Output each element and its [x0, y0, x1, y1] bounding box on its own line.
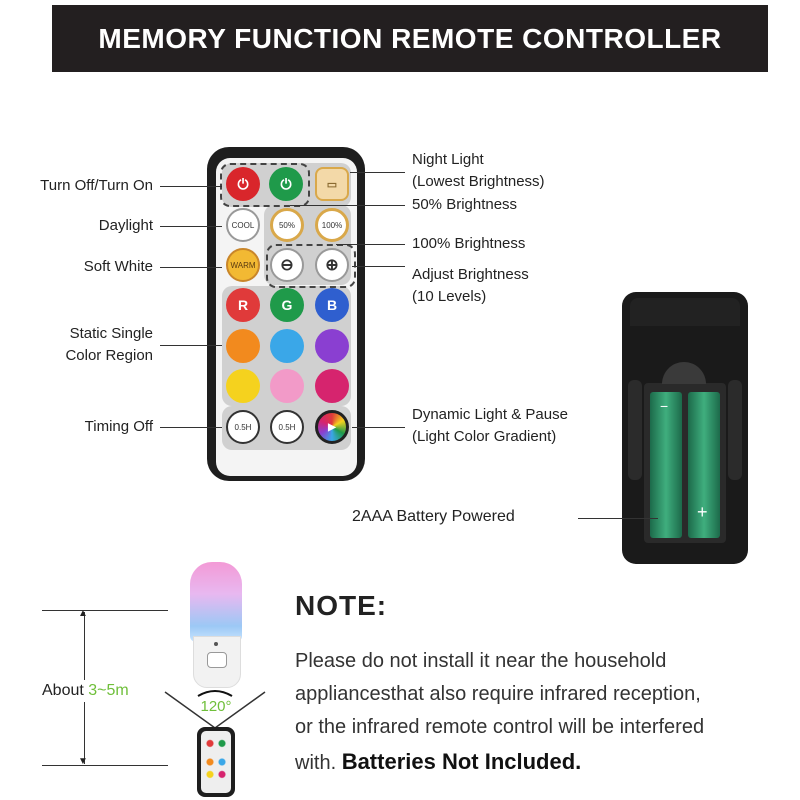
arrow-up-icon: ▲	[78, 608, 88, 619]
label-daylight: Daylight	[98, 217, 153, 234]
leader-dynamic	[352, 427, 405, 428]
leader-turn-off-on	[160, 186, 222, 187]
warm-label: WARM	[230, 260, 256, 270]
dynamic-pause-button[interactable]: ▶	[315, 410, 349, 444]
label-adjust-2: (10 Levels)	[412, 288, 487, 305]
leader-brightness-50	[290, 205, 405, 206]
timer1-label: 0.5H	[234, 422, 252, 432]
label-static-line1: Static Single	[69, 325, 153, 342]
power-icon: ⏻	[280, 175, 292, 192]
label-brightness-50: 50% Brightness	[412, 196, 518, 213]
leader-static	[160, 345, 222, 346]
label-night-light-1: Night Light	[412, 151, 484, 168]
soft-white-warm-button[interactable]: WARM	[226, 248, 260, 282]
label-dynamic-1: Dynamic Light & Pause	[412, 406, 568, 423]
label-timing-off: Timing Off	[84, 418, 153, 435]
brightness-100-button[interactable]: 100%	[315, 208, 349, 242]
device-side-right	[728, 380, 742, 480]
label-static-line2: Color Region	[65, 347, 153, 364]
night-light-shade	[190, 562, 242, 642]
color-sky-button[interactable]	[270, 329, 304, 363]
note-batteries-not-included: Batteries Not Included.	[341, 749, 582, 774]
leader-timing-off	[160, 427, 222, 428]
battery-minus-icon: −	[660, 398, 669, 414]
cool-label: COOL	[231, 220, 255, 230]
label-brightness-100: 100% Brightness	[412, 235, 526, 252]
power-icon: ⏻	[237, 175, 249, 192]
label-adjust-1: Adjust Brightness	[412, 266, 529, 283]
dash-power	[220, 163, 310, 207]
sun-plus-icon: ⊕	[325, 257, 339, 274]
note-line-2: appliancesthat also require infrared rec…	[295, 683, 701, 705]
label-night-light-2: (Lowest Brightness)	[412, 173, 545, 190]
b100-label: 100%	[321, 220, 343, 230]
color-pink-button[interactable]	[270, 369, 304, 403]
color-red-button[interactable]: R	[226, 288, 260, 322]
g-label: G	[281, 297, 293, 313]
night-light-button[interactable]: ▭	[315, 167, 349, 201]
leader-adjust	[352, 266, 405, 267]
color-orange-button[interactable]	[226, 329, 260, 363]
color-blue-button[interactable]: B	[315, 288, 349, 322]
mini-remote-face	[201, 731, 231, 793]
timer-button-1[interactable]: 0.5H	[226, 410, 260, 444]
arrow-down-icon: ▼	[78, 756, 88, 767]
b-label: B	[326, 297, 338, 313]
bed-icon: ▭	[326, 178, 338, 191]
distance-top-line	[42, 610, 168, 611]
distance-label: About 3~5m	[40, 680, 131, 702]
timer-button-2[interactable]: 0.5H	[270, 410, 304, 444]
night-light-sensor	[214, 642, 218, 646]
banner: MEMORY FUNCTION REMOTE CONTROLLER	[52, 5, 768, 72]
b50-label: 50%	[278, 220, 295, 230]
note-heading: NOTE:	[295, 590, 388, 621]
color-yellow-button[interactable]	[226, 369, 260, 403]
color-magenta-button[interactable]	[315, 369, 349, 403]
leader-night-light	[350, 172, 405, 173]
distance-prefix: About	[42, 682, 89, 699]
battery-cell-left	[650, 392, 682, 538]
leader-daylight	[160, 226, 222, 227]
label-battery: 2AAA Battery Powered	[352, 508, 515, 525]
daylight-cool-button[interactable]: COOL	[226, 208, 260, 242]
label-turn-off-on: Turn Off/Turn On	[40, 177, 153, 194]
brightness-up-button[interactable]: ⊕	[315, 248, 349, 282]
note-line-4-start: with.	[295, 752, 342, 774]
night-light-switch	[207, 652, 227, 668]
label-soft-white: Soft White	[83, 258, 153, 275]
banner-title: MEMORY FUNCTION REMOTE CONTROLLER	[98, 22, 722, 54]
leader-soft-white	[160, 267, 222, 268]
leader-battery	[578, 518, 658, 519]
battery-cell-right	[688, 392, 720, 538]
color-green-button[interactable]: G	[270, 288, 304, 322]
device-top-cap	[630, 298, 740, 326]
leader-brightness-100	[336, 244, 405, 245]
power-on-button[interactable]: ⏻	[269, 167, 303, 201]
color-purple-button[interactable]	[315, 329, 349, 363]
label-dynamic-2: (Light Color Gradient)	[412, 428, 557, 445]
timer2-label: 0.5H	[278, 422, 296, 432]
note-line-1: Please do not install it near the househ…	[295, 650, 667, 672]
battery-plus-icon: +	[697, 502, 708, 522]
r-label: R	[237, 297, 249, 313]
brightness-down-button[interactable]: ⊖	[270, 248, 304, 282]
distance-bottom-line	[42, 765, 168, 766]
device-side-left	[628, 380, 642, 480]
note-line-3: or the infrared remote control will be i…	[295, 716, 705, 738]
angle-label: 120°	[200, 698, 232, 715]
play-pause-icon: ▶	[328, 421, 336, 433]
sun-minus-icon: ⊖	[280, 257, 294, 274]
power-off-button[interactable]: ⏻	[226, 167, 260, 201]
note-line-4: with. Batteries Not Included.	[295, 749, 581, 775]
distance-range: 3~5m	[88, 682, 129, 699]
bay-latch	[662, 362, 706, 384]
brightness-50-button[interactable]: 50%	[270, 208, 304, 242]
